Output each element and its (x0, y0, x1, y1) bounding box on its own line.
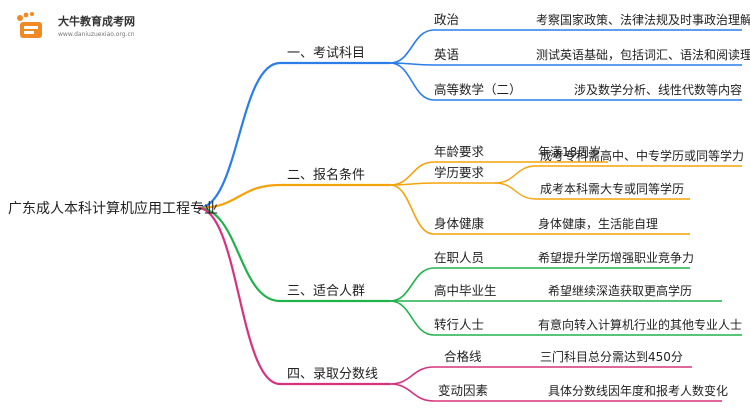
detail-text: 希望继续深造获取更高学历 (548, 283, 692, 298)
detail-text: 身体健康，生活能自理 (538, 216, 658, 231)
child-connector (389, 62, 435, 101)
child-label: 在职人员 (434, 250, 484, 265)
detail-text: 涉及数学分析、线性代数等内容 (574, 82, 742, 97)
detail-text: 年满18周岁 (538, 144, 601, 159)
detail-text: 有意向转入计算机行业的其他专业人士 (538, 317, 742, 332)
detail-connector (494, 182, 537, 200)
child-connector (389, 184, 435, 235)
child-connector (389, 182, 435, 186)
mind-map-edges (197, 29, 742, 402)
site-logo: 大牛教育成考网 www.daniuzuexiao.org.cn (14, 8, 164, 46)
child-label: 身体健康 (434, 216, 485, 231)
detail-text: 测试英语基础，包括词汇、语法和阅读理解 (536, 47, 750, 62)
detail-text: 希望提升学历增强职业竞争力 (538, 250, 694, 265)
child-connector (389, 300, 435, 336)
branch-connector (197, 206, 281, 303)
root-node-label: 广东成人本科计算机应用工程专业 (8, 200, 218, 217)
branch-connector (197, 206, 281, 386)
branch-label: 一、考试科目 (287, 46, 365, 61)
branch-label: 三、适合人群 (287, 284, 365, 299)
logo-url: www.daniuzuexiao.org.cn (58, 31, 135, 38)
child-connector (389, 161, 435, 186)
mind-map-labels: 广东成人本科计算机应用工程专业 一、考试科目 政治 考察国家政策、法律法规及时事政治理… (8, 12, 750, 398)
book-logo-icon (17, 12, 42, 38)
child-connector (389, 267, 435, 302)
branch-connector (197, 183, 281, 210)
child-label: 变动因素 (438, 383, 488, 398)
detail-text: 考察国家政策、法律法规及时事政治理解 (536, 12, 750, 27)
child-label: 高中毕业生 (434, 283, 497, 298)
detail-text: 三门科目总分需达到450分 (540, 349, 683, 364)
child-label: 英语 (434, 47, 459, 62)
detail-text: 成考本科需大专或同等学历 (540, 181, 684, 196)
child-label: 高等数学（二） (434, 82, 522, 97)
logo-title: 大牛教育成考网 (58, 15, 135, 28)
child-label: 年龄要求 (434, 144, 485, 159)
child-connector (389, 29, 435, 64)
child-label: 政治 (434, 12, 459, 27)
child-connector (389, 366, 435, 385)
child-label: 合格线 (444, 349, 482, 364)
detail-text: 具体分数线因年度和报考人数变化 (548, 383, 728, 398)
branch-label: 四、录取分数线 (287, 367, 378, 382)
child-label: 转行人士 (434, 317, 484, 332)
child-label: 学历要求 (434, 165, 485, 180)
branch-label: 二、报名条件 (287, 167, 365, 183)
detail-connector (494, 165, 537, 184)
child-connector (389, 383, 435, 402)
detail-text: 成考专科需高中、中专学历或同等学力 (540, 148, 744, 163)
branch-connector (197, 61, 281, 210)
